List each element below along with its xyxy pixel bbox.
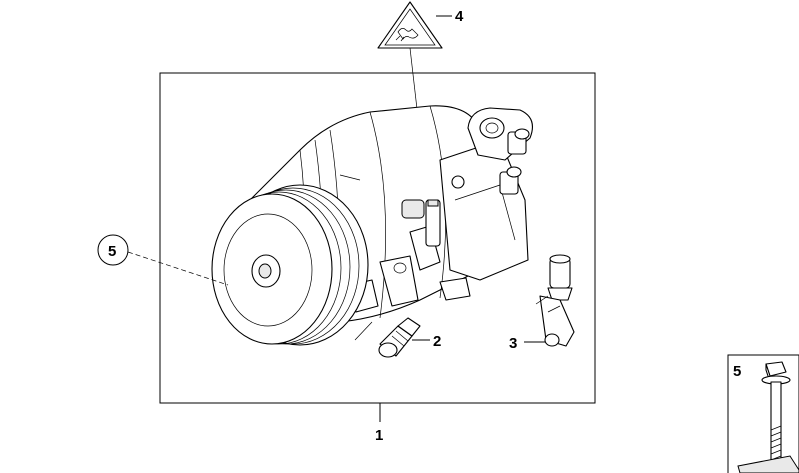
service-valve-lower <box>499 166 522 195</box>
service-valve-upper <box>507 128 530 155</box>
callout-2[interactable]: 2 <box>433 333 441 350</box>
inset-wedge-icon <box>737 455 799 473</box>
callout-3[interactable]: 3 <box>509 335 517 352</box>
callout-1[interactable]: 1 <box>375 427 383 444</box>
warning-label-icon <box>377 1 443 49</box>
sensor-bracket <box>535 254 575 347</box>
pulley-assembly <box>211 174 373 346</box>
callout-5-inset[interactable]: 5 <box>733 363 741 380</box>
callout-5-leader <box>127 251 229 286</box>
inset-frame <box>727 354 799 473</box>
callout-5-circle <box>97 234 129 266</box>
callout-5[interactable]: 5 <box>108 243 116 260</box>
bolt-icon <box>761 361 791 471</box>
assembly-frame <box>159 72 596 404</box>
pressure-plug <box>378 317 421 358</box>
callout-4[interactable]: 4 <box>455 8 464 25</box>
